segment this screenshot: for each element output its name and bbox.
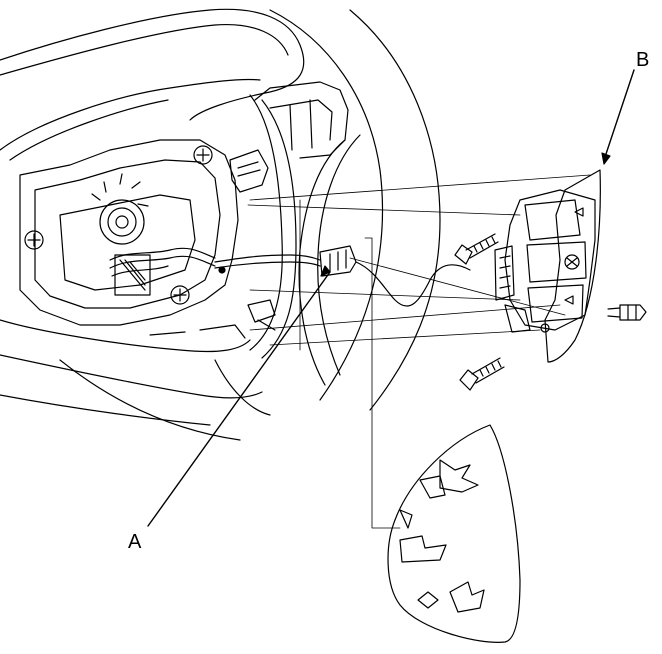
callout-label-a: A bbox=[128, 531, 142, 553]
screw-upper bbox=[454, 233, 499, 265]
leader-arrow-b bbox=[601, 152, 611, 165]
triangle-marker-upper bbox=[574, 207, 584, 217]
connector-a bbox=[319, 245, 357, 277]
leader-line-b bbox=[603, 69, 635, 161]
airbag-mount-mechanism bbox=[19, 139, 276, 339]
callout-label-b: B bbox=[636, 49, 650, 71]
bolt-right bbox=[607, 304, 647, 321]
leader-line-a bbox=[147, 271, 331, 527]
triangle-marker-lower bbox=[564, 295, 574, 305]
wire-harness-cable bbox=[214, 254, 321, 274]
switch-cover-panel bbox=[387, 424, 521, 643]
screw-lower bbox=[459, 357, 505, 391]
switch-ribbon-cable bbox=[355, 261, 471, 307]
assembly-guide-lines bbox=[247, 174, 591, 529]
steering-wheel-rim bbox=[214, 9, 441, 416]
leader-arrow-a bbox=[320, 265, 331, 277]
steering-wheel-body bbox=[0, 8, 349, 441]
steering-switch-assembly-b bbox=[494, 169, 601, 363]
